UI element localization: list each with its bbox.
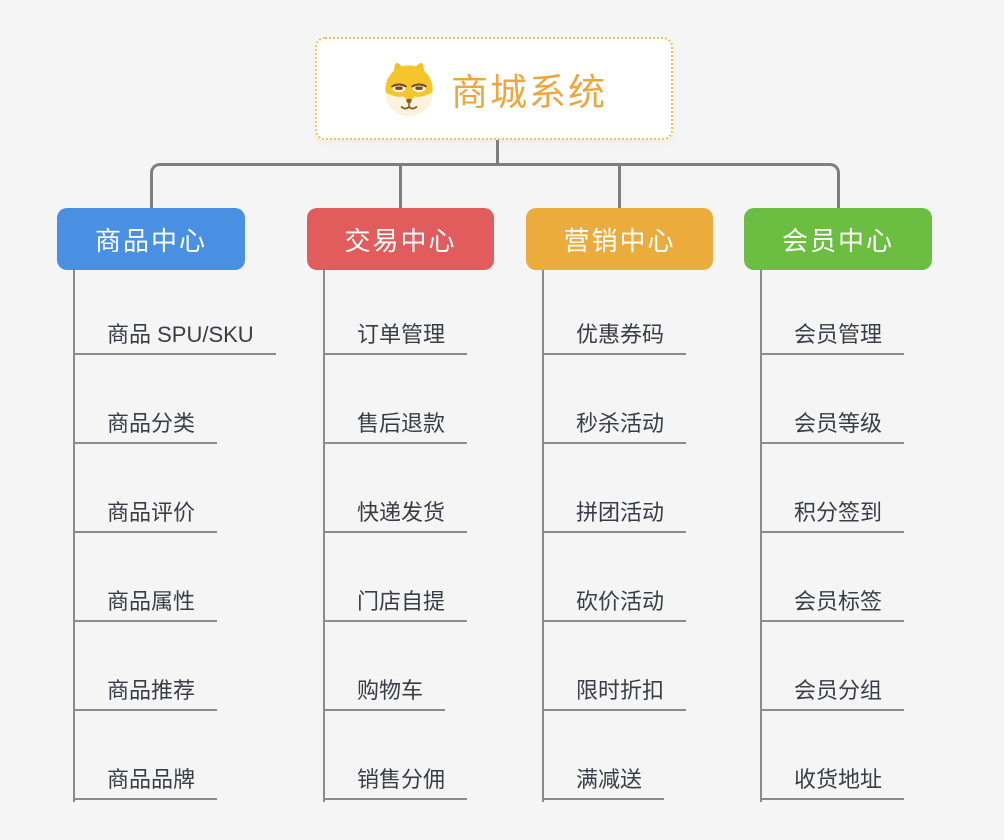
- leaf-topic[interactable]: 订单管理: [323, 313, 468, 355]
- leaf-topic[interactable]: 购物车: [323, 669, 446, 711]
- branch-connector-drop: [399, 163, 402, 208]
- branch-node[interactable]: 会员中心: [744, 208, 932, 270]
- root-connector-stem: [496, 140, 499, 166]
- leaf-topic[interactable]: 商品 SPU/SKU: [73, 313, 276, 355]
- leaf-topic[interactable]: 商品推荐: [73, 669, 218, 711]
- leaf-topic[interactable]: 售后退款: [323, 402, 468, 444]
- leaf-topic[interactable]: 砍价活动: [542, 580, 687, 622]
- leaf-topic[interactable]: 快递发货: [323, 491, 468, 533]
- leaf-topic[interactable]: 会员等级: [760, 402, 905, 444]
- leaf-topic[interactable]: 会员标签: [760, 580, 905, 622]
- leaf-topic[interactable]: 秒杀活动: [542, 402, 687, 444]
- leaf-topic[interactable]: 积分签到: [760, 491, 905, 533]
- branch-spine-line: [542, 270, 544, 802]
- branch-spine-line: [73, 270, 75, 802]
- branch-column: 交易中心 订单管理售后退款快递发货门店自提购物车销售分佣: [307, 208, 569, 820]
- branch-spine-line: [323, 270, 325, 802]
- leaf-topic[interactable]: 收货地址: [760, 758, 905, 800]
- branch-column: 商品中心 商品 SPU/SKU 商品分类商品评价商品属性商品推荐商品品牌: [57, 208, 319, 820]
- branch-connector-rail: [150, 163, 840, 208]
- branch-node[interactable]: 商品中心: [57, 208, 245, 270]
- branch-node[interactable]: 交易中心: [307, 208, 494, 270]
- leaf-topic[interactable]: 优惠券码: [542, 313, 687, 355]
- leaf-topic[interactable]: 商品评价: [73, 491, 218, 533]
- branch-connector-drop: [618, 163, 621, 208]
- branch-column: 会员中心 会员管理会员等级积分签到会员标签会员分组收货地址: [744, 208, 1004, 820]
- branch-spine-line: [760, 270, 762, 802]
- leaf-topic[interactable]: 商品品牌: [73, 758, 218, 800]
- leaf-topic[interactable]: 商品属性: [73, 580, 218, 622]
- leaf-topic[interactable]: 销售分佣: [323, 758, 468, 800]
- leaf-topic[interactable]: 会员管理: [760, 313, 905, 355]
- leaf-topic[interactable]: 满减送: [542, 758, 665, 800]
- dog-face-icon: [385, 62, 433, 116]
- leaf-topic[interactable]: 拼团活动: [542, 491, 687, 533]
- leaf-topic[interactable]: 商品分类: [73, 402, 218, 444]
- branch-node[interactable]: 营销中心: [526, 208, 713, 270]
- leaf-topic[interactable]: 门店自提: [323, 580, 468, 622]
- leaf-topic[interactable]: 会员分组: [760, 669, 905, 711]
- root-label: 商城系统: [451, 71, 607, 113]
- leaf-topic[interactable]: 限时折扣: [542, 669, 687, 711]
- root-node[interactable]: 商城系统: [315, 37, 673, 140]
- branch-column: 营销中心 优惠券码秒杀活动拼团活动砍价活动限时折扣满减送: [526, 208, 788, 820]
